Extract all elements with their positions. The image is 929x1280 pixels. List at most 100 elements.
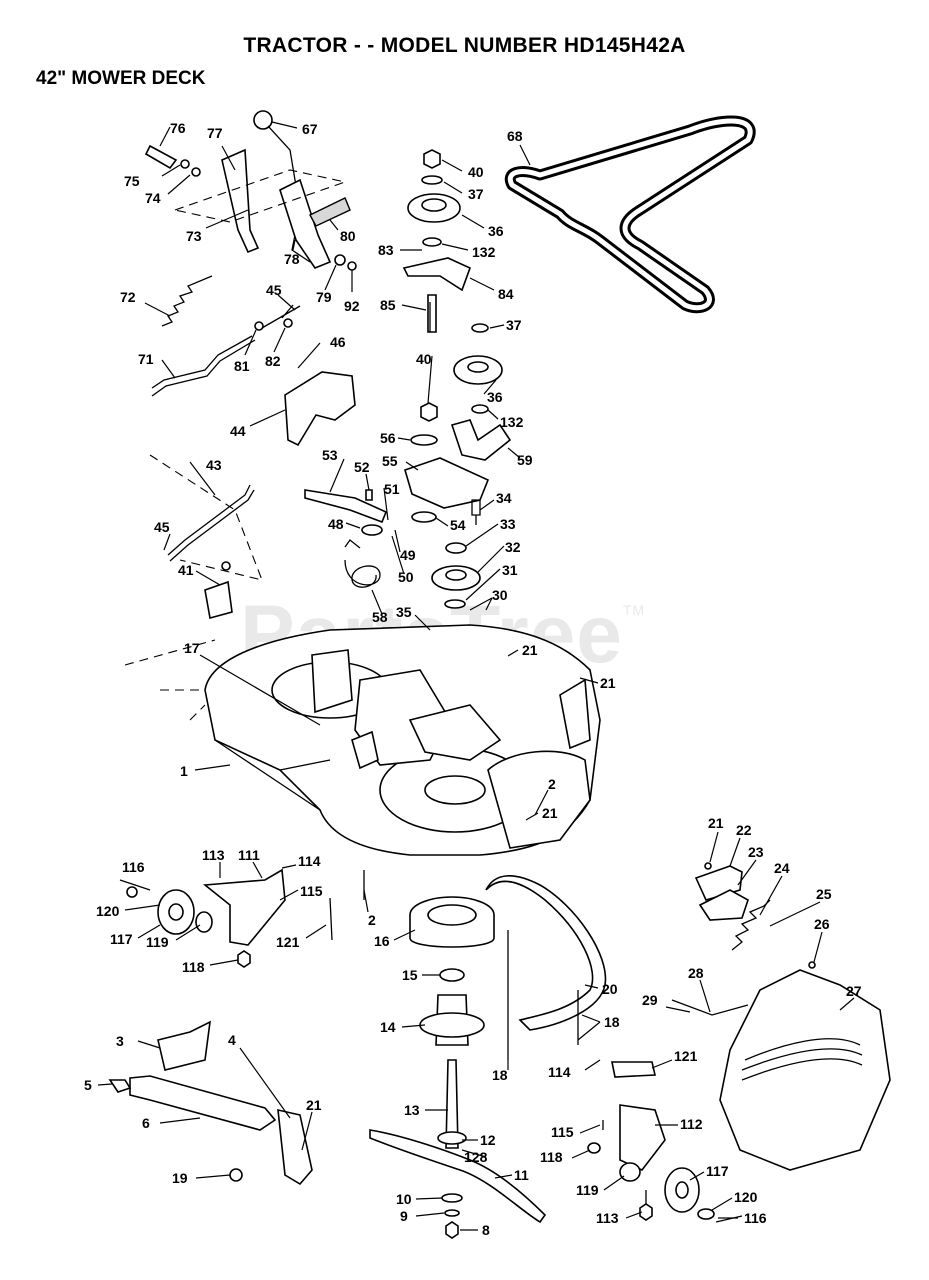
callout-76: 76: [170, 120, 186, 136]
callout-78: 78: [284, 251, 300, 267]
callout-12: 12: [480, 1132, 496, 1148]
callout-20: 20: [602, 981, 618, 997]
mower-deck-housing-drawing: [124, 624, 601, 856]
callout-22: 22: [736, 822, 752, 838]
idler-arm-drawing: [304, 489, 388, 588]
callout-120b: 120: [734, 1189, 758, 1205]
callout-118a: 118: [182, 959, 205, 975]
callout-3: 3: [116, 1033, 124, 1049]
right-gauge-wheel-drawing: [587, 1061, 743, 1223]
callout-29: 29: [642, 992, 658, 1008]
callout-18a: 18: [604, 1014, 620, 1030]
callout-115b: 115: [551, 1124, 574, 1140]
callout-53: 53: [322, 447, 338, 463]
callout-68: 68: [507, 128, 523, 144]
callout-116a: 116: [122, 859, 145, 875]
callout-55: 55: [382, 453, 398, 469]
lift-spring-drawing: [161, 275, 301, 331]
callout-81: 81: [234, 358, 250, 374]
left-gauge-wheel-drawing: [119, 868, 333, 968]
callout-34: 34: [496, 490, 512, 506]
callout-21b: 21: [600, 675, 616, 691]
callout-11: 11: [514, 1167, 529, 1183]
callout-56: 56: [380, 430, 396, 446]
callout-21d: 21: [306, 1097, 322, 1113]
callout-9: 9: [400, 1208, 408, 1224]
callout-114b: 114: [548, 1064, 571, 1080]
callout-119b: 119: [576, 1182, 599, 1198]
callout-8: 8: [482, 1222, 490, 1238]
callout-41: 41: [178, 562, 194, 578]
deck-lift-arms-drawing: [108, 1020, 313, 1186]
callout-75: 75: [124, 173, 140, 189]
hardware-bolts-drawing: [363, 302, 579, 1060]
callout-25: 25: [816, 886, 832, 902]
callout-21c: 21: [542, 805, 558, 821]
callout-28: 28: [688, 965, 704, 981]
callout-33: 33: [500, 516, 516, 532]
page-title: TRACTOR - - MODEL NUMBER HD145H42A: [243, 34, 686, 57]
callout-1: 1: [180, 763, 188, 779]
callout-44: 44: [230, 423, 246, 439]
callout-17: 17: [184, 640, 200, 656]
callout-19: 19: [172, 1170, 188, 1186]
callout-118b: 118: [540, 1149, 563, 1165]
callout-92: 92: [344, 298, 360, 314]
callout-83: 83: [378, 242, 394, 258]
callout-59: 59: [517, 452, 533, 468]
callout-26: 26: [814, 916, 830, 932]
callout-128: 128: [464, 1149, 488, 1165]
callout-10: 10: [396, 1191, 412, 1207]
discharge-chute-drawing: [671, 862, 891, 1171]
callout-49: 49: [400, 547, 416, 563]
callout-5: 5: [84, 1077, 92, 1093]
callout-15: 15: [402, 967, 418, 983]
callout-121b: 121: [674, 1048, 698, 1064]
idler-pulley-stack-drawing: [402, 149, 512, 609]
callout-132a: 132: [472, 244, 496, 260]
callout-74: 74: [145, 190, 161, 206]
callout-112: 112: [680, 1116, 703, 1132]
callout-115a: 115: [300, 883, 323, 899]
belt-cover-drawing: [284, 371, 356, 447]
callout-67: 67: [302, 121, 318, 137]
callout-45a: 45: [266, 282, 282, 298]
callout-80: 80: [340, 228, 356, 244]
callout-2b: 2: [368, 912, 376, 928]
callout-114a: 114: [298, 853, 321, 869]
spindle-assembly-drawing: [369, 896, 547, 1239]
callout-16: 16: [374, 933, 390, 949]
callout-37b: 37: [506, 317, 522, 333]
callout-21e: 21: [708, 815, 724, 831]
callout-13: 13: [404, 1102, 420, 1118]
callout-31: 31: [502, 562, 518, 578]
callout-85: 85: [380, 297, 396, 313]
callout-4: 4: [228, 1032, 236, 1048]
hanger-bracket-drawing: [204, 561, 233, 620]
callout-119a: 119: [146, 934, 169, 950]
front-hanger-rod-drawing: [149, 454, 263, 581]
callout-52: 52: [354, 459, 370, 475]
callout-35: 35: [396, 604, 412, 620]
callout-132b: 132: [500, 414, 524, 430]
callout-58: 58: [372, 609, 388, 625]
callout-51: 51: [384, 481, 400, 497]
callout-27: 27: [846, 983, 862, 999]
callout-113a: 113: [202, 847, 225, 863]
callout-117b: 117: [706, 1163, 729, 1179]
watermark-tm: TM: [622, 602, 646, 618]
callout-50: 50: [398, 569, 414, 585]
callout-23: 23: [748, 844, 764, 860]
callout-111: 111: [238, 847, 260, 863]
callout-14: 14: [380, 1019, 396, 1035]
section-subtitle: 42" MOWER DECK: [36, 68, 206, 89]
leader-lines: [97, 121, 855, 1231]
callout-30: 30: [492, 587, 508, 603]
callout-79: 79: [316, 289, 332, 305]
drive-belt-drawing: [504, 115, 756, 314]
lift-link-rod-drawing: [151, 335, 256, 397]
callout-labels: 76 77 67 75 74 73 78 80 79 92 72 45 81 8…: [84, 120, 862, 1238]
callout-45b: 45: [154, 519, 170, 535]
callout-121a: 121: [276, 934, 300, 950]
